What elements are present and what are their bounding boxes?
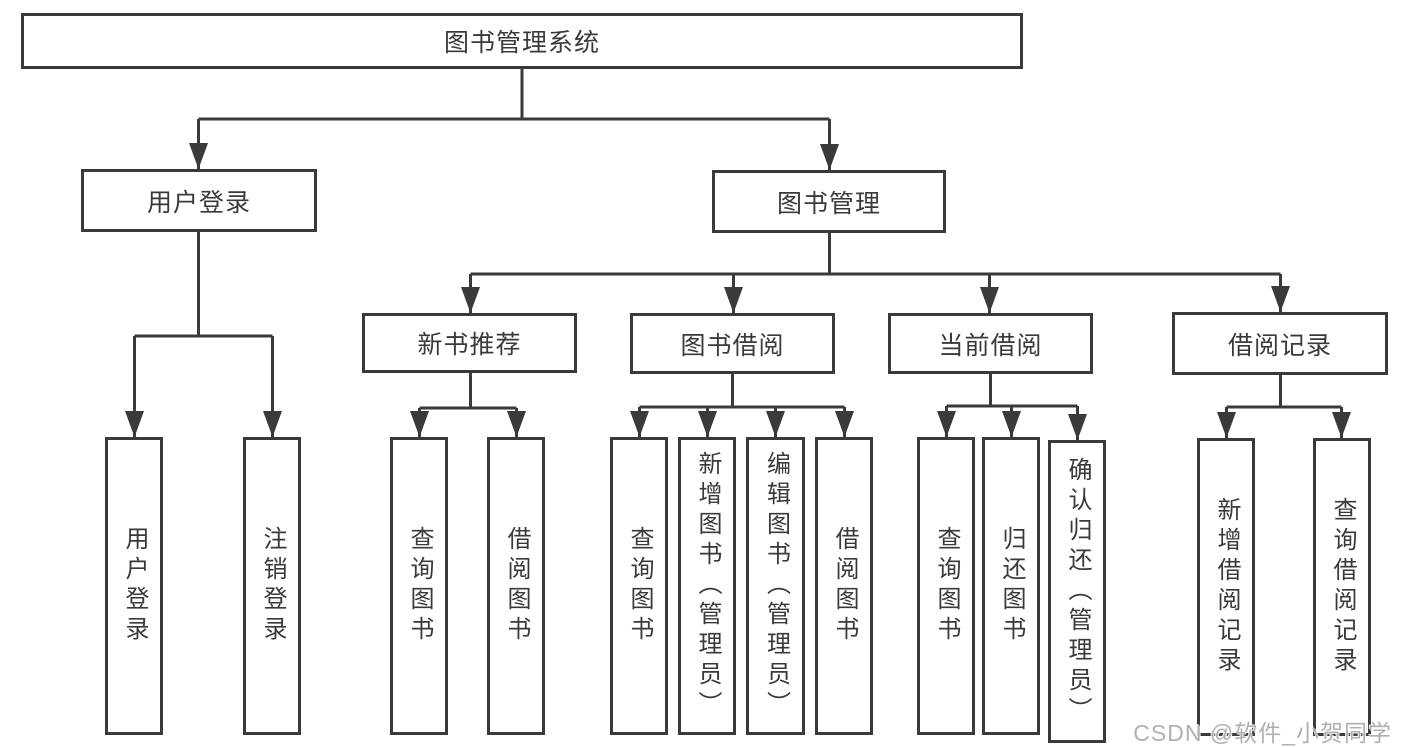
arrowhead-down-icon <box>410 411 429 437</box>
node-label: 图书管理系统 <box>443 29 600 57</box>
arrowhead-down-icon <box>1332 412 1351 438</box>
arrowhead-down-icon <box>820 144 839 170</box>
node-library-management-system: 图书管理系统 <box>21 13 1023 69</box>
leaf-logout: 注销登录 <box>243 437 301 735</box>
arrowhead-down-icon <box>630 411 649 437</box>
node-label: 用户登录 <box>146 188 251 217</box>
node-label: 确认归还（管理员） <box>1064 456 1091 727</box>
node-label: 查询图书 <box>933 526 960 646</box>
leaf-edit-books-admin: 编辑图书（管理员） <box>746 437 805 735</box>
arrowhead-down-icon <box>263 411 282 437</box>
node-user-login: 用户登录 <box>81 169 317 232</box>
node-current-borrowing: 当前借阅 <box>888 313 1093 374</box>
arrowhead-down-icon <box>1002 411 1021 437</box>
arrowhead-down-icon <box>507 411 526 437</box>
arrowhead-down-icon <box>724 287 743 313</box>
arrowhead-down-icon <box>1068 414 1087 440</box>
node-new-book-recommendation: 新书推荐 <box>362 313 577 373</box>
leaf-query-borrow-record: 查询借阅记录 <box>1313 438 1371 736</box>
node-label: 图书管理 <box>776 189 881 218</box>
node-label: 用户登录 <box>121 526 148 646</box>
leaf-borrow-books-recommend: 借阅图书 <box>487 437 545 735</box>
leaf-add-borrow-record: 新增借阅记录 <box>1197 438 1255 736</box>
node-label: 归还图书 <box>998 526 1025 646</box>
leaf-query-books-recommend: 查询图书 <box>390 437 448 735</box>
leaf-query-books-borrowing: 查询图书 <box>610 437 668 735</box>
arrowhead-down-icon <box>698 411 717 437</box>
arrowhead-down-icon <box>461 287 480 313</box>
leaf-borrow-books: 借阅图书 <box>815 437 873 735</box>
node-book-borrowing: 图书借阅 <box>630 313 835 374</box>
leaf-return-books: 归还图书 <box>982 437 1040 735</box>
node-label: 当前借阅 <box>938 331 1043 360</box>
node-book-management: 图书管理 <box>712 170 946 233</box>
arrowhead-down-icon <box>1217 412 1236 438</box>
node-label: 借阅图书 <box>503 526 530 646</box>
node-label: 借阅记录 <box>1227 331 1332 360</box>
arrowhead-down-icon <box>980 287 999 313</box>
arrowhead-down-icon <box>125 411 144 437</box>
arrowhead-down-icon <box>937 411 956 437</box>
node-label: 新书推荐 <box>417 331 522 359</box>
leaf-confirm-return-admin: 确认归还（管理员） <box>1048 440 1106 743</box>
node-label: 新增图书（管理员） <box>694 451 721 721</box>
arrowhead-down-icon <box>766 411 785 437</box>
arrowhead-down-icon <box>189 143 208 169</box>
node-label: 注销登录 <box>259 526 286 646</box>
node-borrowing-records: 借阅记录 <box>1172 312 1388 375</box>
leaf-query-books-current: 查询图书 <box>917 437 975 735</box>
node-label: 查询借阅记录 <box>1329 497 1356 677</box>
node-label: 查询图书 <box>406 526 433 646</box>
arrowhead-down-icon <box>1271 286 1290 312</box>
leaf-add-books-admin: 新增图书（管理员） <box>678 437 736 735</box>
arrowhead-down-icon <box>835 411 854 437</box>
watermark: CSDN @软件_小贺同学 <box>1133 720 1392 746</box>
node-label: 借阅图书 <box>831 526 858 646</box>
connector-line <box>133 69 1343 440</box>
leaf-user-login: 用户登录 <box>105 437 163 735</box>
node-label: 查询图书 <box>626 526 653 646</box>
node-label: 图书借阅 <box>680 331 785 360</box>
node-label: 新增借阅记录 <box>1213 497 1240 677</box>
node-label: 编辑图书（管理员） <box>762 451 790 721</box>
